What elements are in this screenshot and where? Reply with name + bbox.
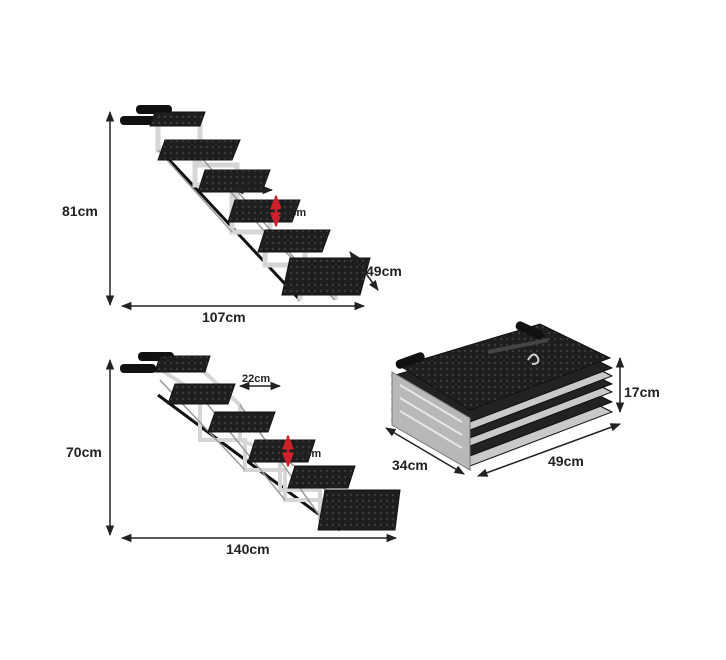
width-label: 49cm xyxy=(366,263,402,279)
width-label: 49cm xyxy=(548,453,584,469)
carry-strap xyxy=(487,338,549,354)
stairs-steep-view: 15cm 15cm 81cm 107cm 49cm xyxy=(62,105,402,325)
tread-depth-label: 22cm xyxy=(242,373,270,385)
stairs-gentle-view: 22cm 12cm 70cm 140cm xyxy=(66,352,401,557)
top-tread xyxy=(398,323,612,411)
depth-dimension-line xyxy=(385,427,465,475)
riser-height-label: 15cm xyxy=(278,207,306,219)
folded-stairs-view: 17cm 49cm 34cm xyxy=(385,321,660,477)
width-dimension-line xyxy=(349,251,379,291)
length-label: 140cm xyxy=(226,541,270,557)
handle-icon xyxy=(120,116,156,125)
depth-label: 34cm xyxy=(392,457,428,473)
stair-treads xyxy=(149,111,371,296)
height-label: 70cm xyxy=(66,444,102,460)
tread-depth-label: 15cm xyxy=(236,177,264,189)
handle-icon xyxy=(515,321,544,340)
hook-icon xyxy=(527,353,540,365)
height-label: 17cm xyxy=(624,384,660,400)
stair-treads xyxy=(154,355,401,531)
handle-icon xyxy=(395,352,425,369)
handle-icon xyxy=(120,364,156,373)
width-dimension-line xyxy=(477,423,621,477)
riser-height-label: 12cm xyxy=(293,448,321,460)
height-label: 81cm xyxy=(62,203,98,219)
length-label: 107cm xyxy=(202,309,246,325)
